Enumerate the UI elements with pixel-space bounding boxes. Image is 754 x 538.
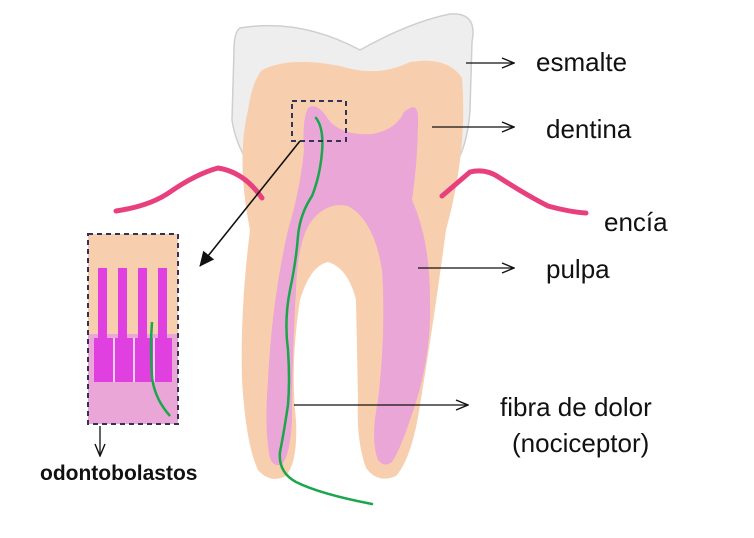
odontoblast-process-3: [138, 268, 147, 348]
odontoblast-cell-row: [94, 338, 172, 382]
odontoblast-process-2: [118, 268, 127, 348]
gum-label: encía: [604, 207, 668, 237]
dentin-label: dentina: [546, 114, 632, 144]
pulp-label: pulpa: [546, 254, 610, 284]
enamel-label: esmalte: [536, 47, 628, 77]
odontoblast-process-4: [158, 268, 167, 348]
zoom-source-box: [291, 100, 347, 142]
pulp-shape: [266, 106, 431, 466]
odontoblast-label: odontobolastos: [40, 462, 198, 485]
inset-nerve-fiber: [149, 321, 171, 417]
gum-left: [113, 165, 265, 214]
zoom-arrow: [199, 140, 301, 267]
odontoblast-inset: [87, 233, 179, 425]
inset-frame: [87, 233, 179, 425]
nerve-fiber: [278, 116, 374, 506]
gum-right: [439, 168, 589, 216]
fiber-label-line1: fibra de dolor: [500, 392, 652, 422]
odontoblast-process-1: [98, 268, 107, 348]
fiber-label-line2: (nociceptor): [512, 428, 650, 458]
